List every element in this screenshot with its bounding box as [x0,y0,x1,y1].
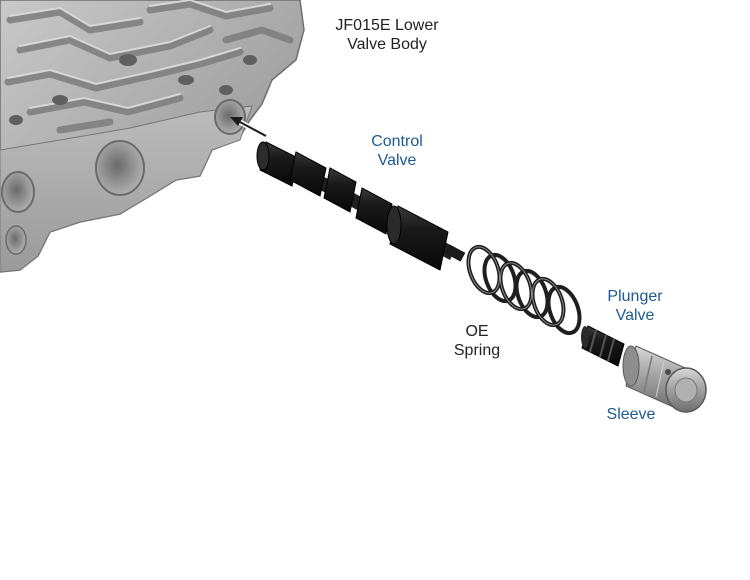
valve-body-channels [4,0,294,134]
oe-spring-highlight [467,246,565,326]
label-valve-body: JF015E Lower Valve Body [322,16,452,54]
valve-body-holes [9,54,257,125]
label-oe-spring-line1: OE [465,323,489,340]
label-sleeve-line1: Sleeve [606,406,656,423]
label-plunger-valve-line1: Plunger [607,288,663,305]
lower-valve-body [0,0,305,273]
label-oe-spring-line2: Spring [453,342,501,359]
valve-bore-left [1,171,35,213]
label-valve-body-line1: JF015E Lower [335,17,439,34]
spool-tip [444,244,466,262]
label-control-valve: Control Valve [360,132,434,170]
spool-land-2 [289,151,327,197]
spool-land-4 [355,187,393,235]
valve-sleeve [622,345,707,413]
label-oe-spring: OE Spring [440,322,514,360]
valve-bore-lower-left [5,225,27,255]
label-sleeve: Sleeve [594,405,668,424]
spool-land-3 [323,167,357,213]
label-valve-body-line2: Valve Body [347,36,427,53]
valve-body-channel-highlights [7,0,271,110]
label-plunger-valve: Plunger Valve [598,287,672,325]
control-valve-spool [256,141,466,271]
arrow-into-bore-icon [230,117,268,139]
label-control-valve-line2: Valve [377,152,417,169]
valve-bore-large [95,140,145,196]
label-control-valve-line1: Control [371,133,423,150]
label-plunger-valve-line2: Valve [615,307,655,324]
plunger-valve [581,325,625,367]
